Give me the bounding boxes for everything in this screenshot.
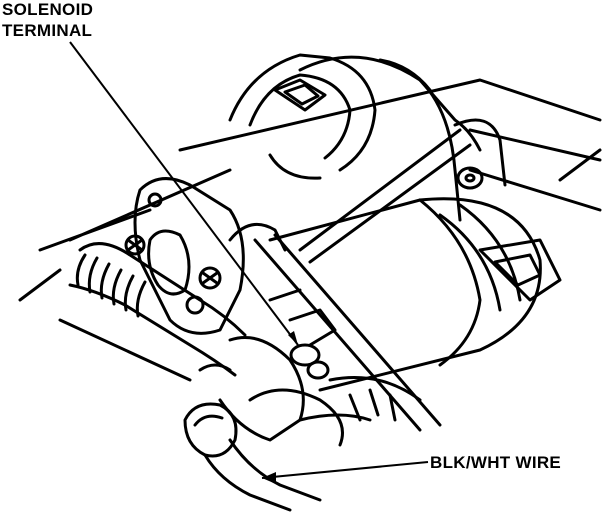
solenoid-bracket (228, 53, 377, 180)
solenoid-terminal-label-line1: SOLENOID (2, 0, 94, 19)
solenoid-body (298, 55, 507, 222)
pinion-housing (218, 336, 422, 447)
wire-bundle (253, 128, 472, 432)
left-cable (68, 242, 247, 377)
leader-arrow (69, 41, 429, 479)
blk-wht-wire-label: BLK/WHT WIRE (430, 453, 562, 472)
lower-left-cable (58, 318, 232, 382)
solenoid-leader-line (69, 41, 299, 346)
end-housing (124, 177, 245, 335)
wire-leader-line (261, 461, 429, 479)
solenoid-terminal (228, 222, 337, 380)
wire-arrowhead (262, 472, 276, 484)
solenoid-arrowhead (288, 331, 298, 345)
solenoid-terminal-label-line2: TERMINAL (2, 21, 93, 40)
motor-housing (268, 197, 562, 392)
wire-boot (183, 402, 322, 512)
engine-frame (18, 78, 602, 302)
